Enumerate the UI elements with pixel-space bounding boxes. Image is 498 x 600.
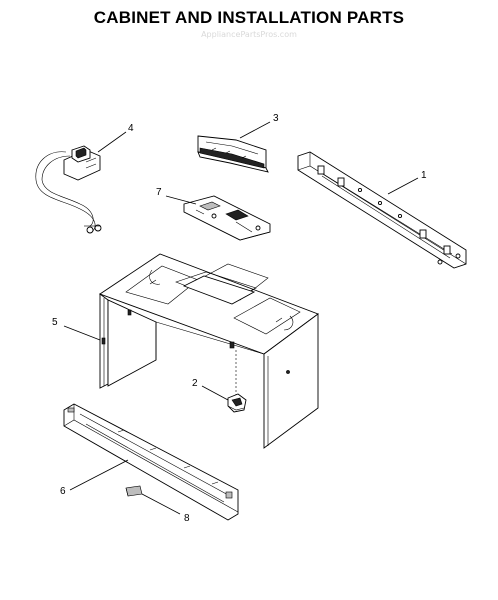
leader-line-6 (69, 459, 129, 491)
leader-line-4 (97, 131, 127, 153)
part-7-mounting-plate[interactable] (183, 195, 271, 241)
part-3-top-vent[interactable] (197, 135, 269, 173)
part-6-front-trim[interactable] (63, 403, 239, 521)
leader-line-3 (239, 121, 271, 139)
callout-7: 7 (156, 187, 162, 198)
callout-1: 1 (421, 170, 427, 181)
callout-6: 6 (60, 486, 66, 497)
part-1-mounting-bracket[interactable] (297, 151, 467, 269)
callout-3: 3 (273, 113, 279, 124)
page-title: CABINET AND INSTALLATION PARTS (93, 8, 405, 27)
cabinet[interactable] (99, 253, 319, 449)
watermark: AppliancePartsPros.com (201, 30, 297, 39)
leader-line-2 (201, 385, 229, 401)
callout-4: 4 (128, 123, 134, 134)
leader-line-1 (387, 177, 419, 195)
part-4-wire-harness[interactable] (35, 145, 102, 234)
part-8-pad[interactable] (125, 485, 143, 497)
callout-2: 2 (192, 378, 198, 389)
leader-line-7 (165, 195, 197, 205)
leader-line-8 (141, 493, 181, 515)
callout-5: 5 (52, 317, 58, 328)
callout-8: 8 (184, 513, 190, 524)
part-2-clip[interactable] (227, 393, 247, 413)
leader-line-5 (63, 325, 101, 341)
